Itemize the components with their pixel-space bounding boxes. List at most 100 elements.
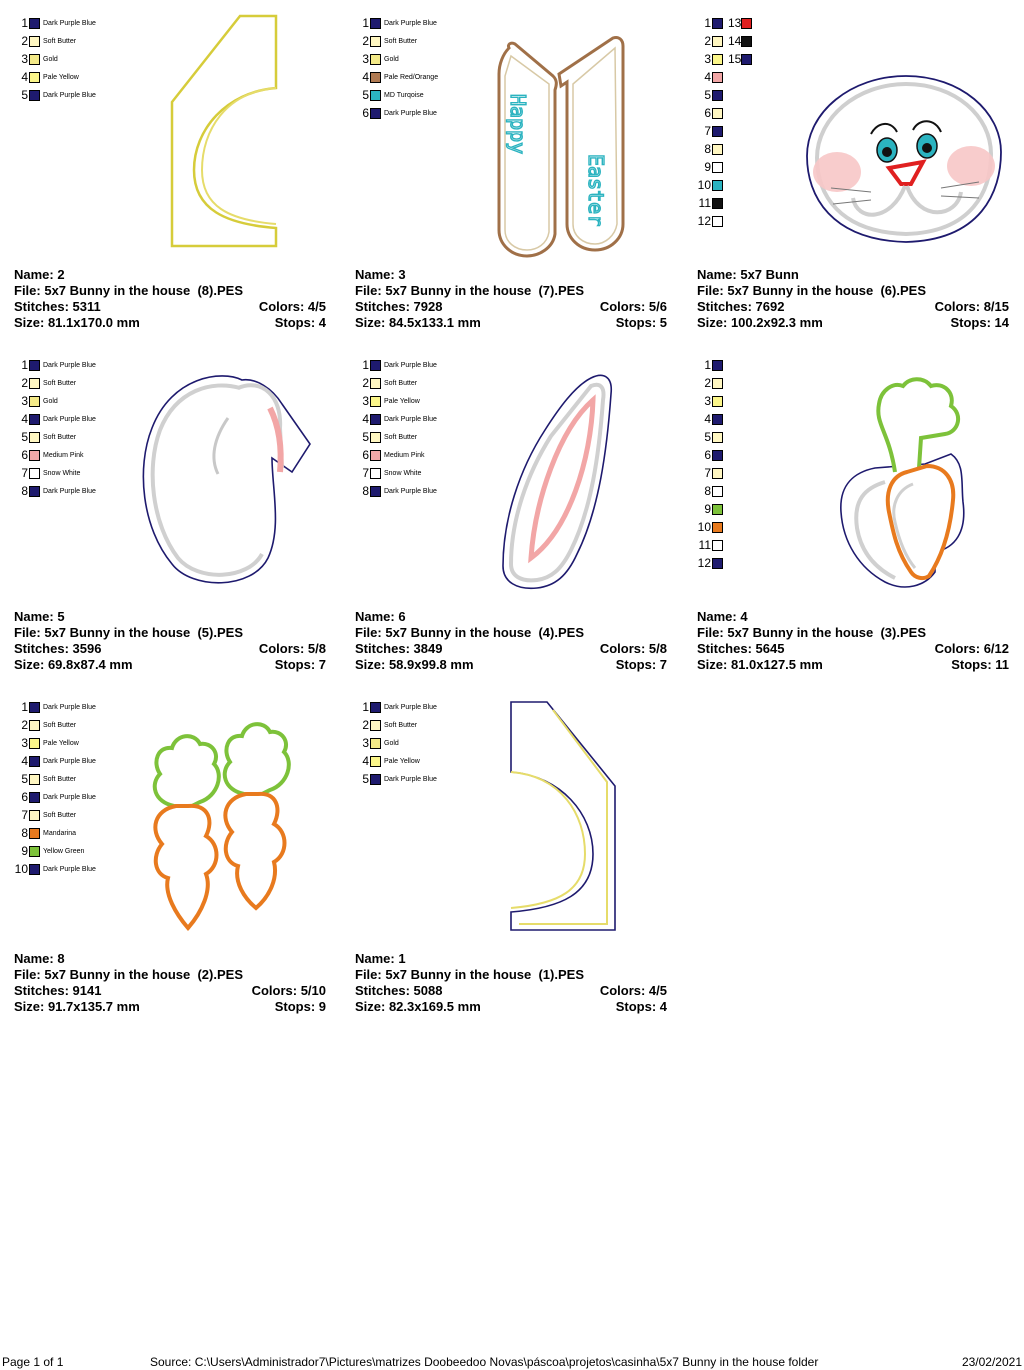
legend-row: 7 bbox=[697, 122, 755, 140]
thread-color-swatch bbox=[712, 125, 723, 137]
thread-color-swatch bbox=[370, 701, 381, 713]
thread-number: 1 bbox=[704, 358, 711, 372]
thread-name: Snow White bbox=[43, 469, 81, 477]
thread-number: 8 bbox=[21, 826, 28, 840]
thread-color-swatch bbox=[712, 143, 723, 155]
design-stitches: Stitches: 5645 bbox=[697, 641, 785, 656]
design-file: File: 5x7 Bunny in the house (8).PES bbox=[14, 283, 243, 298]
design-name: Name: 5 bbox=[14, 609, 65, 624]
thread-number: 5 bbox=[362, 430, 369, 444]
thread-color-swatch bbox=[29, 35, 40, 47]
thread-color-swatch bbox=[712, 179, 723, 191]
thread-number: 2 bbox=[21, 34, 28, 48]
design-file: File: 5x7 Bunny in the house (3).PES bbox=[697, 625, 926, 640]
design-colors: Colors: 8/15 bbox=[934, 299, 1009, 314]
thread-color-swatch bbox=[370, 359, 381, 371]
thread-number: 2 bbox=[704, 34, 711, 48]
thread-color-swatch bbox=[712, 521, 723, 533]
design-name: Name: 4 bbox=[697, 609, 748, 624]
thread-number: 12 bbox=[697, 214, 711, 228]
thread-number: 11 bbox=[698, 538, 711, 552]
design-size: Size: 81.0x127.5 mm bbox=[697, 657, 823, 672]
design-name: Name: 6 bbox=[355, 609, 406, 624]
legend-row: 8 bbox=[697, 140, 755, 158]
thread-color-swatch bbox=[370, 755, 381, 767]
thread-number: 4 bbox=[704, 70, 711, 84]
legend-row: 8 Mandarina bbox=[14, 824, 96, 842]
thread-name: Soft Butter bbox=[384, 433, 418, 441]
thread-name: Soft Butter bbox=[43, 433, 77, 441]
thread-name: Soft Butter bbox=[43, 379, 77, 387]
thread-color-swatch bbox=[712, 35, 723, 47]
design-info: Name: 8 File: 5x7 Bunny in the house (2)… bbox=[14, 951, 326, 1015]
thread-number: 10 bbox=[14, 862, 28, 876]
design-stitches: Stitches: 3596 bbox=[14, 641, 102, 656]
thread-name: Gold bbox=[43, 397, 58, 405]
thread-name: Dark Purple Blue bbox=[384, 487, 437, 495]
thread-color-swatch bbox=[29, 377, 40, 389]
thread-color-swatch bbox=[29, 737, 40, 749]
design-info: Name: 4 File: 5x7 Bunny in the house (3)… bbox=[697, 609, 1009, 673]
thread-number: 6 bbox=[21, 790, 28, 804]
thread-name: Mandarina bbox=[43, 829, 77, 837]
thread-color-swatch bbox=[712, 215, 723, 227]
thread-color-swatch bbox=[29, 827, 40, 839]
design-stops: Stops: 4 bbox=[274, 315, 326, 330]
thread-color-swatch bbox=[741, 35, 752, 47]
thread-name: Pale Yellow bbox=[384, 397, 420, 405]
thread-color-swatch bbox=[370, 89, 381, 101]
design-name: Name: 2 bbox=[14, 267, 65, 282]
thread-name: Snow White bbox=[384, 469, 422, 477]
legend-row: 4 bbox=[697, 410, 726, 428]
thread-number: 7 bbox=[704, 466, 711, 480]
thread-name: Dark Purple Blue bbox=[43, 793, 96, 801]
legend-row: 3 bbox=[697, 392, 726, 410]
thread-number: 2 bbox=[362, 34, 369, 48]
legend-row: 2 bbox=[697, 374, 726, 392]
thread-color-swatch bbox=[370, 35, 381, 47]
legend-row: 5 Soft Butter bbox=[355, 428, 437, 446]
thread-number: 4 bbox=[21, 70, 28, 84]
design-stitches: Stitches: 5311 bbox=[14, 299, 101, 314]
design-preview-happy-easter-ears: Happy Easter bbox=[497, 36, 625, 258]
thread-name: Medium Pink bbox=[384, 451, 425, 459]
thread-number: 10 bbox=[697, 520, 711, 534]
thread-color-swatch bbox=[370, 485, 381, 497]
thread-name: Dark Purple Blue bbox=[43, 91, 96, 99]
thread-color-swatch bbox=[29, 791, 40, 803]
thread-number: 5 bbox=[362, 88, 369, 102]
thread-number: 6 bbox=[21, 448, 28, 462]
thread-color-swatch bbox=[29, 773, 40, 785]
thread-color-swatch bbox=[712, 17, 723, 29]
design-colors: Colors: 5/6 bbox=[599, 299, 667, 314]
legend-row: 5 bbox=[697, 86, 755, 104]
thread-number: 3 bbox=[21, 736, 28, 750]
thread-color-swatch bbox=[29, 485, 40, 497]
thread-number: 3 bbox=[704, 52, 711, 66]
thread-color-swatch bbox=[29, 845, 40, 857]
thread-color-swatch bbox=[29, 395, 40, 407]
easter-text: Easter bbox=[584, 154, 608, 226]
thread-color-swatch bbox=[370, 107, 381, 119]
thread-name: Pale Yellow bbox=[43, 73, 79, 81]
legend-row: 11 bbox=[697, 536, 726, 554]
design-preview-reverse-c-shape bbox=[510, 701, 616, 931]
legend-row: 6 Dark Purple Blue bbox=[14, 788, 96, 806]
thread-name: Soft Butter bbox=[43, 721, 77, 729]
legend-row: 12 bbox=[697, 554, 726, 572]
